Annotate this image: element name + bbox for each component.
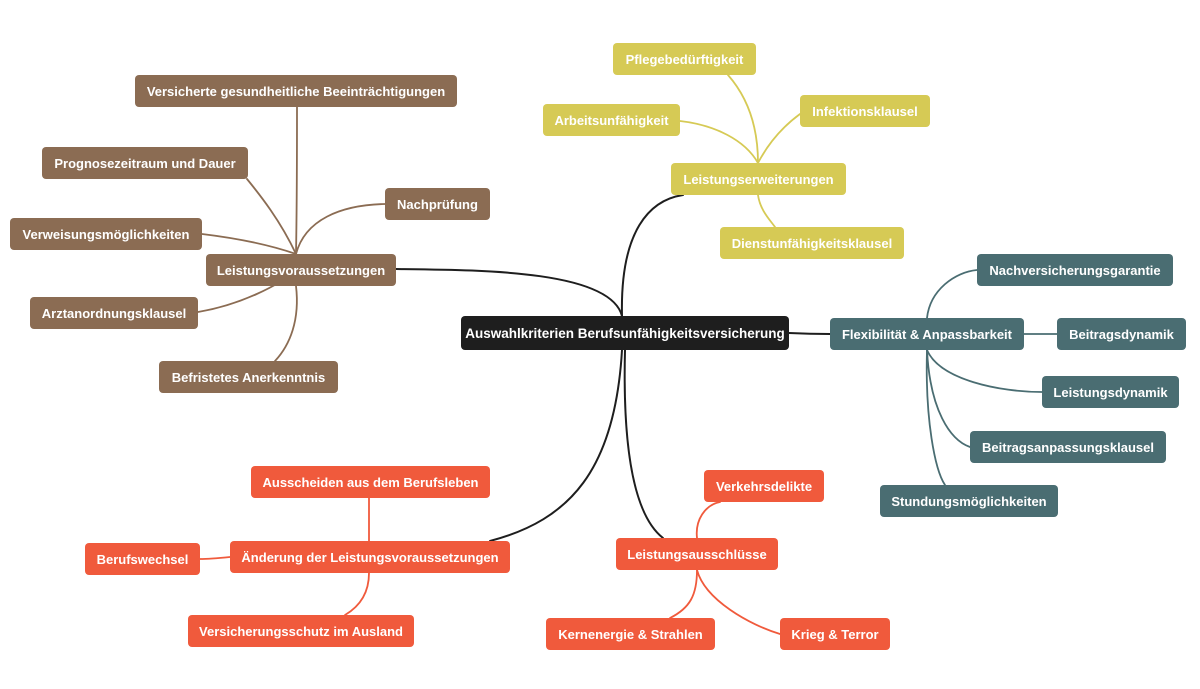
branch-leistungsvoraussetzungen[interactable]: Leistungsvoraussetzungen <box>206 254 396 286</box>
edge-fl-stundung <box>925 349 946 486</box>
leaf-verweisungsmoeglichkeiten[interactable]: Verweisungsmöglichkeiten <box>10 218 202 250</box>
edge-ae-berufswechsel <box>199 556 231 560</box>
leaf-befristetes-anerkenntnis[interactable]: Befristetes Anerkenntnis <box>159 361 338 393</box>
leaf-versicherungsschutz-ausland[interactable]: Versicherungsschutz im Ausland <box>188 615 414 647</box>
edge-le-arbeit <box>679 120 759 164</box>
leaf-nachpruefung[interactable]: Nachprüfung <box>385 188 490 220</box>
branch-aenderung-leistungsvoraussetzungen[interactable]: Änderung der Leistungsvoraussetzungen <box>230 541 510 573</box>
branch-leistungsausschluesse[interactable]: Leistungsausschlüsse <box>616 538 778 570</box>
edge-fl-nachvers <box>926 269 978 319</box>
leaf-berufswechsel[interactable]: Berufswechsel <box>85 543 200 575</box>
leaf-stundungsmoeglichkeiten[interactable]: Stundungsmöglichkeiten <box>880 485 1058 517</box>
edge-fl-leistungsdyn <box>926 349 1043 393</box>
leaf-kernenergie-strahlen[interactable]: Kernenergie & Strahlen <box>546 618 715 650</box>
edge-fl-beitragsanp <box>926 349 971 448</box>
leaf-ausscheiden-berufsleben[interactable]: Ausscheiden aus dem Berufsleben <box>251 466 490 498</box>
root-edge-leistungsausschluesse <box>623 349 664 539</box>
leaf-nachversicherungsgarantie[interactable]: Nachversicherungsgarantie <box>977 254 1173 286</box>
root-edge-leistungsvoraussetzungen <box>395 268 623 317</box>
edge-le-dienst <box>757 194 776 228</box>
edge-la-kernenergie <box>669 569 698 619</box>
edge-le-pflege <box>727 74 759 164</box>
leaf-arztanordnungsklausel[interactable]: Arztanordnungsklausel <box>30 297 198 329</box>
edge-ae-ausland <box>344 572 370 616</box>
root-edge-aenderung <box>489 349 623 542</box>
leaf-beitragsdynamik[interactable]: Beitragsdynamik <box>1057 318 1186 350</box>
leaf-versicherte-beeintraechtigungen[interactable]: Versicherte gesundheitliche Beeinträchti… <box>135 75 457 107</box>
leaf-pflegebeduerftigkeit[interactable]: Pflegebedürftigkeit <box>613 43 756 75</box>
leaf-krieg-terror[interactable]: Krieg & Terror <box>780 618 890 650</box>
leaf-leistungsdynamik[interactable]: Leistungsdynamik <box>1042 376 1179 408</box>
edge-lv-versicherte <box>295 106 298 255</box>
edge-lv-prognose <box>246 178 297 255</box>
edge-lv-verweisung <box>201 233 297 255</box>
edge-lv-befristet <box>274 285 298 362</box>
leaf-dienstunfaehigkeitsklausel[interactable]: Dienstunfähigkeitsklausel <box>720 227 904 259</box>
leaf-arbeitsunfaehigkeit[interactable]: Arbeitsunfähigkeit <box>543 104 680 136</box>
leaf-beitragsanpassungsklausel[interactable]: Beitragsanpassungsklausel <box>970 431 1166 463</box>
branch-leistungserweiterungen[interactable]: Leistungserweiterungen <box>671 163 846 195</box>
leaf-verkehrsdelikte[interactable]: Verkehrsdelikte <box>704 470 824 502</box>
leaf-prognosezeitraum[interactable]: Prognosezeitraum und Dauer <box>42 147 248 179</box>
edge-la-verkehr <box>695 501 721 539</box>
leaf-infektionsklausel[interactable]: Infektionsklausel <box>800 95 930 127</box>
root-edge-leistungserweiterungen <box>620 194 684 317</box>
root-node[interactable]: Auswahlkriterien Berufsunfähigkeitsversi… <box>461 316 789 350</box>
root-edge-flexibilitaet <box>788 332 831 335</box>
edge-la-krieg <box>696 569 781 635</box>
edge-lv-nachpruefung <box>295 203 386 255</box>
edge-le-infektion <box>757 113 801 164</box>
branch-flexibilitaet[interactable]: Flexibilität & Anpassbarkeit <box>830 318 1024 350</box>
